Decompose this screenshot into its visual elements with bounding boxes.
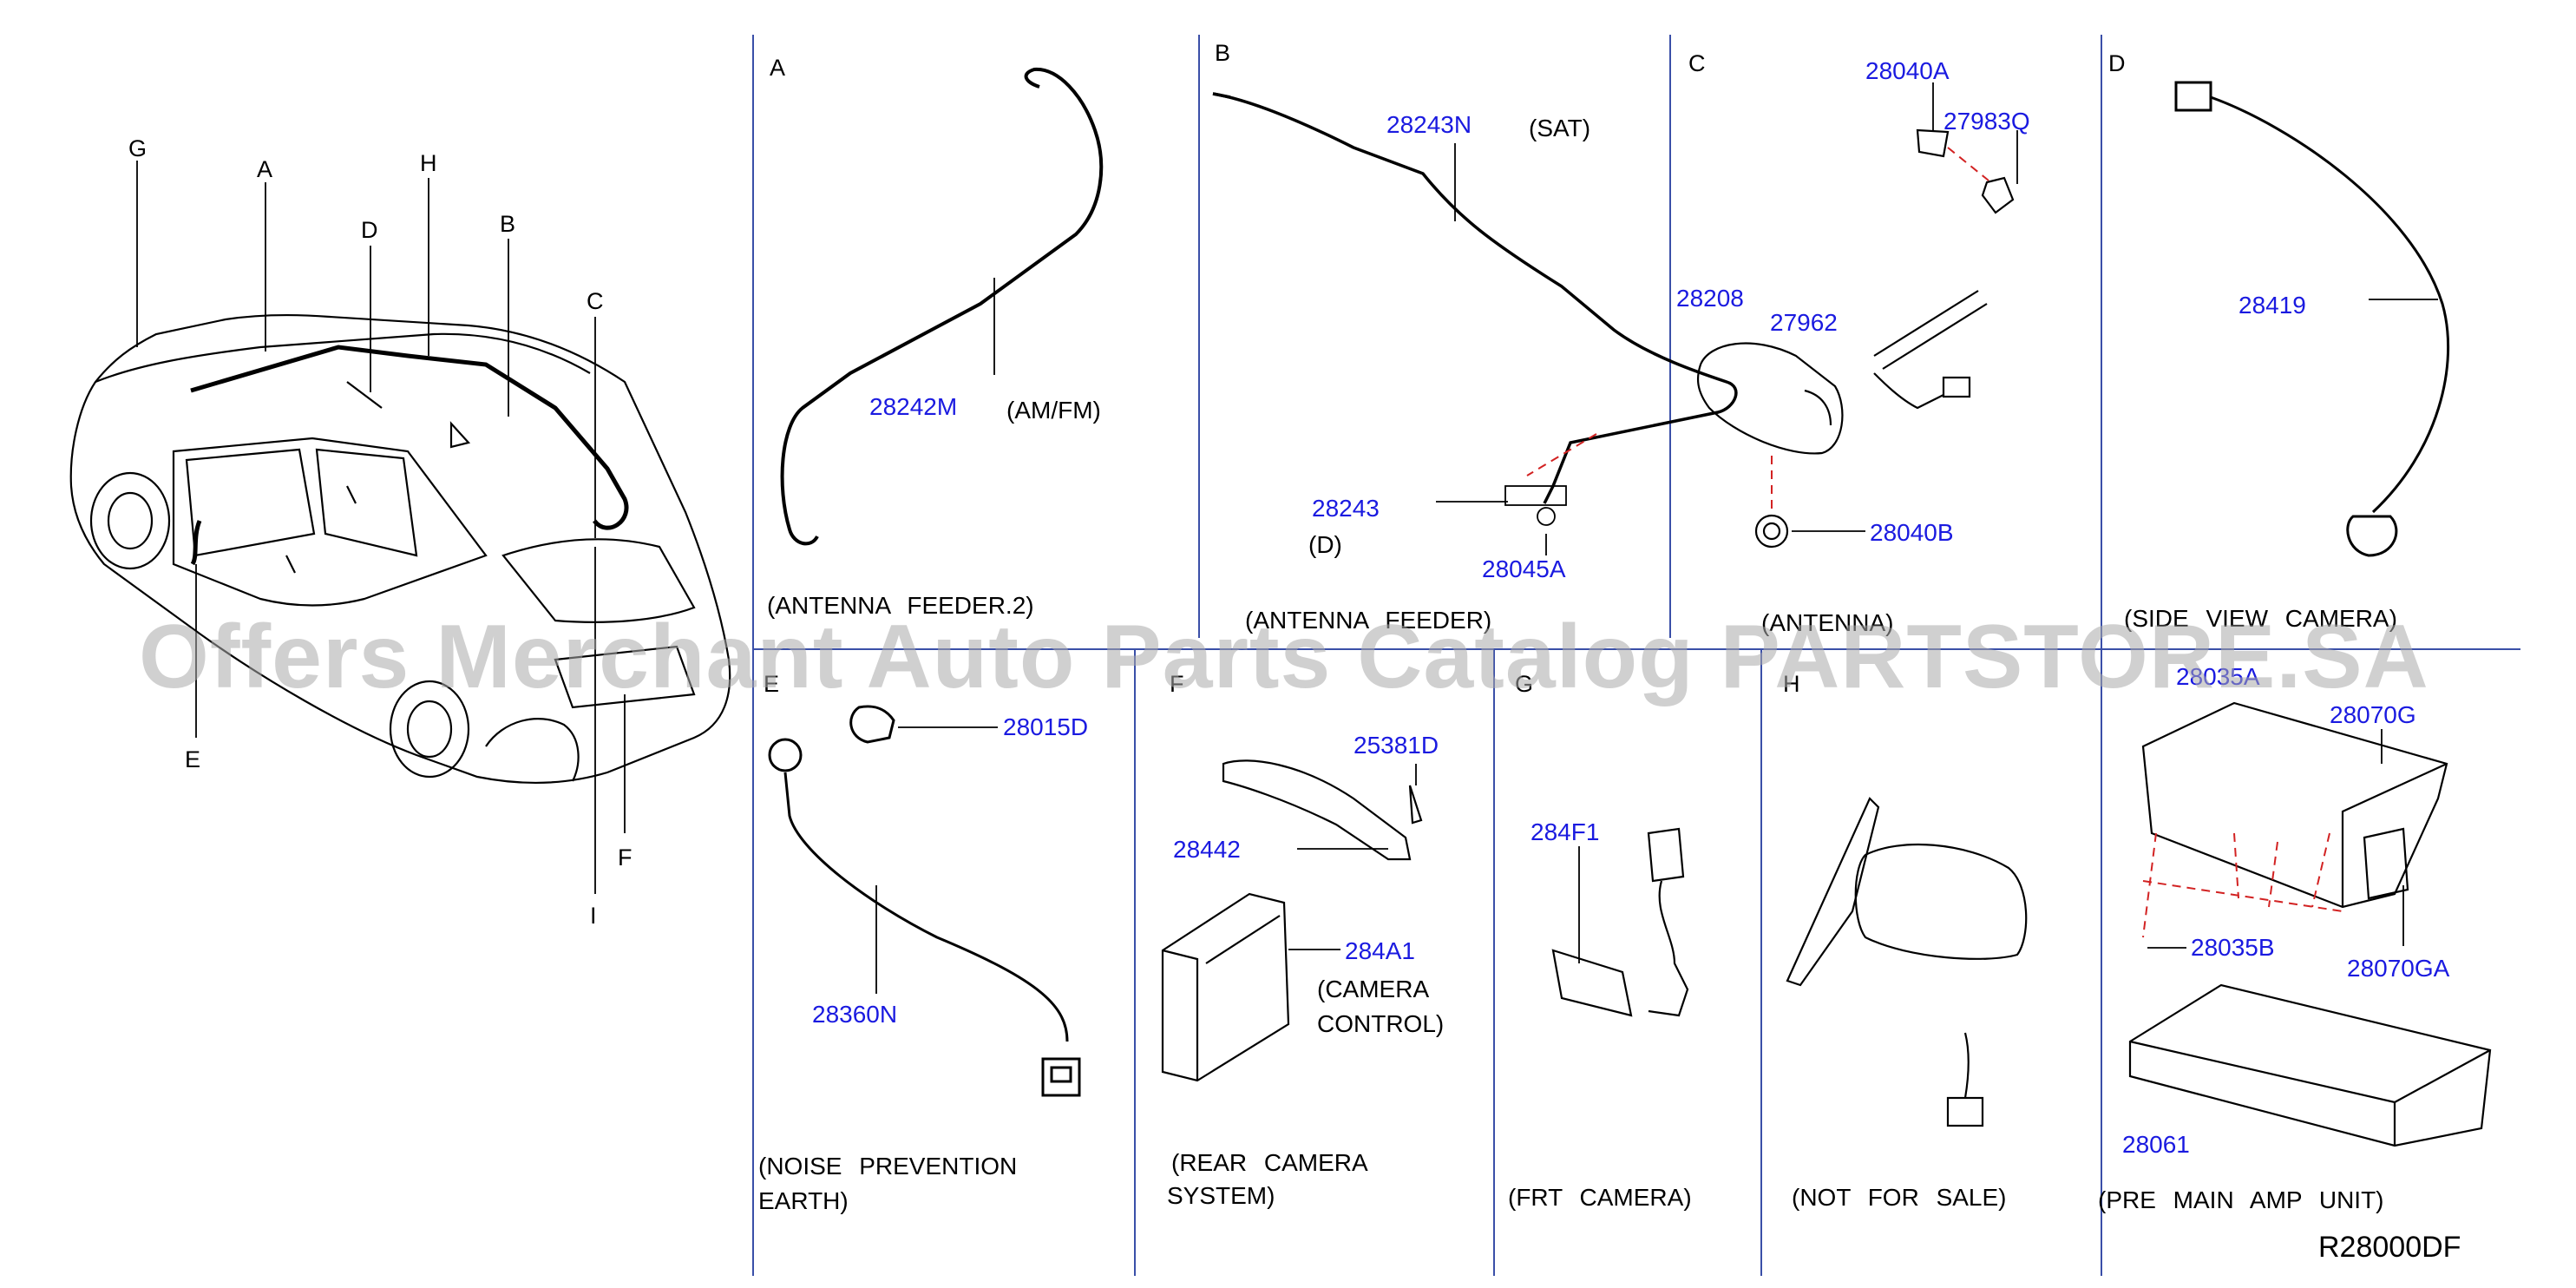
panel-a-harness: [780, 67, 1104, 546]
callout-i: I: [590, 903, 597, 929]
panel-b-note-sat: (SAT): [1529, 115, 1591, 141]
watermark-text: Offers Merchant Auto Parts Catalog PARTS…: [139, 607, 2429, 707]
part-28061[interactable]: 28061: [2122, 1131, 2190, 1158]
part-28040B[interactable]: 28040B: [1870, 519, 1954, 546]
part-28419[interactable]: 28419: [2238, 292, 2306, 319]
panel-f-note-line1: (CAMERA: [1317, 976, 1430, 1002]
part-28442[interactable]: 28442: [1173, 836, 1241, 863]
panel-c-antenna: [1696, 128, 2015, 549]
panel-c-dashed-leaders: [1771, 147, 1989, 512]
panel-b-harness: [1212, 92, 1738, 504]
panel-a-caption: (ANTENNA FEEDER.2): [767, 592, 1034, 619]
callout-g: G: [128, 135, 147, 161]
panel-e-caption-line1: (NOISE PREVENTION: [758, 1153, 1018, 1180]
panel-b-leaders: [1436, 143, 1567, 555]
callout-h: H: [420, 150, 437, 176]
panel-f-letter: F: [1170, 671, 1184, 697]
panel-c-leaders: [1792, 82, 2018, 532]
panel-b-letter: B: [1215, 40, 1231, 66]
part-28045A[interactable]: 28045A: [1482, 555, 1566, 582]
part-28243N[interactable]: 28243N: [1386, 111, 1472, 138]
panel-c-caption: (ANTENNA): [1761, 609, 1894, 636]
vehicle-callout-leaders: [136, 161, 626, 894]
vehicle-illustration: [69, 313, 731, 785]
callout-d: D: [361, 217, 378, 243]
part-28208[interactable]: 28208: [1676, 285, 1744, 312]
panel-f-parts: [1161, 759, 1423, 1082]
panel-i-caption: (PRE MAIN AMP UNIT): [2098, 1186, 2384, 1213]
part-28015D[interactable]: 28015D: [1003, 713, 1089, 740]
callout-b: B: [500, 211, 516, 237]
part-28040A[interactable]: 28040A: [1865, 57, 1950, 84]
part-28070G[interactable]: 28070G: [2330, 701, 2416, 728]
panel-e-leaders: [875, 726, 998, 994]
callout-c: C: [587, 288, 604, 314]
panel-b-dashed-leader: [1526, 433, 1597, 476]
panel-e-strap: [768, 705, 1081, 1097]
part-28360N[interactable]: 28360N: [812, 1001, 898, 1028]
panel-d-camera: [2174, 81, 2450, 557]
panel-h-letter: H: [1783, 671, 1800, 697]
part-27983Q[interactable]: 27983Q: [1943, 108, 2030, 135]
panel-dividers: [752, 35, 2520, 1276]
panel-f-note-line2: CONTROL): [1317, 1010, 1445, 1037]
diagram-reference-code: R28000DF: [2318, 1231, 2461, 1264]
panel-f-leaders: [1288, 764, 1417, 950]
panel-g-letter: G: [1515, 671, 1534, 697]
panel-f-caption-line1: (REAR CAMERA: [1171, 1149, 1368, 1176]
panel-b-note-d: (D): [1308, 531, 1342, 558]
panel-b-caption: (ANTENNA FEEDER): [1245, 607, 1492, 634]
panel-h-mirror: [1786, 797, 2028, 1127]
panel-f-caption-line2: SYSTEM): [1167, 1182, 1275, 1209]
part-28242M[interactable]: 28242M: [869, 393, 958, 420]
part-28035B[interactable]: 28035B: [2191, 934, 2275, 961]
vehicle-harness: [190, 345, 629, 566]
callout-e: E: [185, 746, 201, 772]
panel-e-caption-line2: EARTH): [758, 1187, 849, 1214]
callout-a: A: [257, 156, 273, 182]
panel-a-letter: A: [770, 55, 786, 81]
part-284F1[interactable]: 284F1: [1531, 818, 1600, 845]
part-284A1[interactable]: 284A1: [1345, 937, 1415, 964]
part-25381D[interactable]: 25381D: [1354, 732, 1439, 759]
panel-i-dashed-leaders: [2142, 832, 2343, 938]
part-27962[interactable]: 27962: [1770, 309, 1838, 336]
panel-d-letter: D: [2108, 50, 2126, 76]
panel-e-letter: E: [764, 671, 780, 697]
panel-i-amp: [2128, 701, 2492, 1147]
callout-f: F: [618, 844, 633, 871]
part-28070GA[interactable]: 28070GA: [2347, 955, 2450, 982]
panel-a-note-amfm: (AM/FM): [1006, 397, 1101, 424]
panel-g-caption: (FRT CAMERA): [1508, 1184, 1692, 1211]
part-28035A[interactable]: 28035A: [2176, 663, 2260, 690]
panel-d-caption: (SIDE VIEW CAMERA): [2124, 605, 2397, 632]
part-28243[interactable]: 28243: [1312, 495, 1380, 522]
panel-c-letter: C: [1688, 50, 1706, 76]
panel-g-camera: [1551, 827, 1689, 1017]
panel-i-leaders: [2147, 729, 2404, 949]
panel-h-caption: (NOT FOR SALE): [1792, 1184, 2007, 1211]
